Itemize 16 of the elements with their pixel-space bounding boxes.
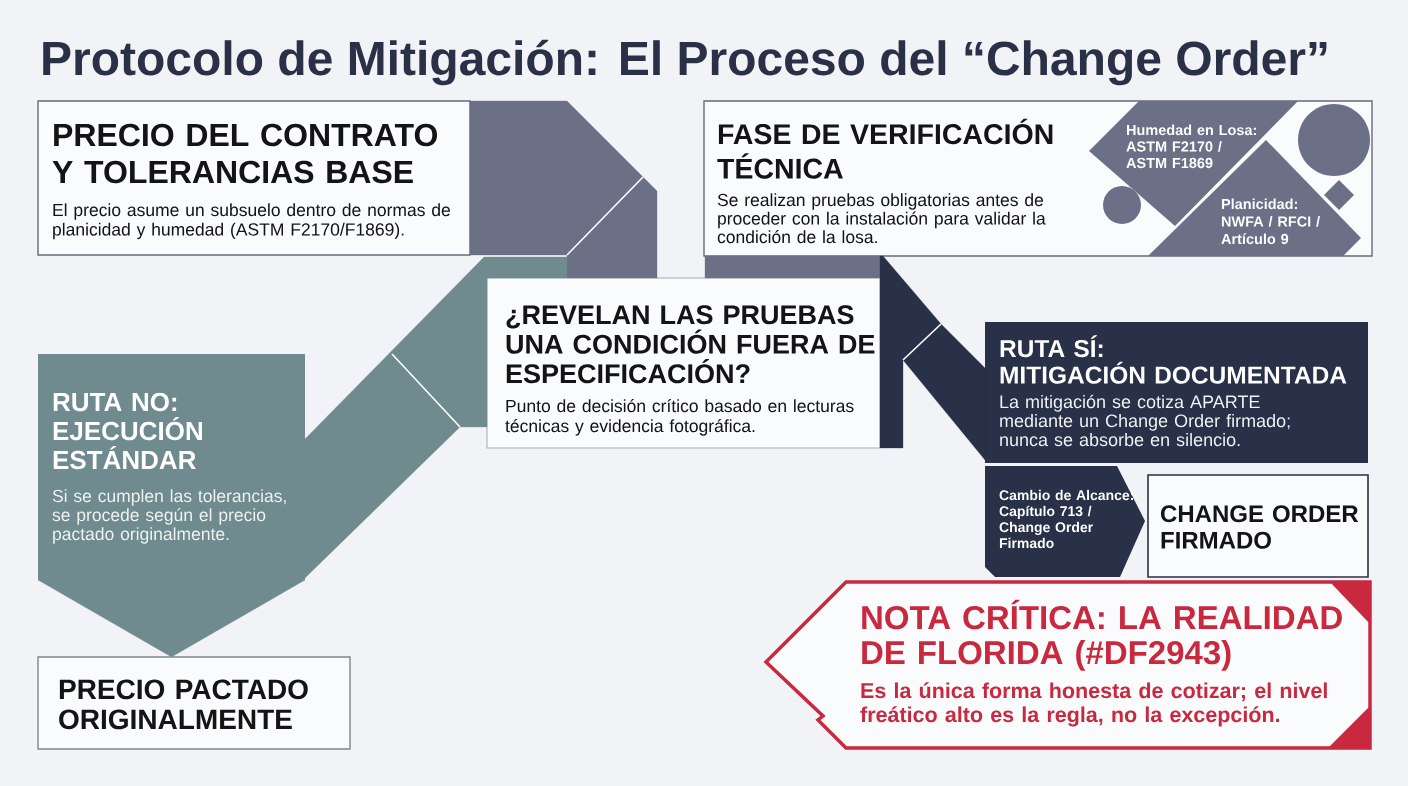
ribbon-band [304, 256, 568, 579]
route-box: RUTA SÍ: MITIGACIÓN DOCUMENTADA La mitigación se cotiza APARTE mediante un Change Order firmado; nunca se absorbe en silencio. [985, 322, 1368, 463]
decision-box: ¿REVELAN LAS PRUEBAS UNA CONDICIÓN FUERA DE ESPECIFICACIÓN? Punto de decisión crítico basado en lecturas técnicas y evidencia fotográfica. [486, 277, 881, 449]
result-box: CHANGE ORDER FIRMADO [1147, 474, 1369, 578]
node-label: RUTA NO: EJECUCIÓN ESTÁNDAR [53, 392, 202, 470]
chevron-arrow [37, 579, 306, 658]
ribbon-band [469, 100, 658, 279]
result-box: PRECIO PACTADO ORIGINALMENTE [37, 656, 351, 750]
ribbon-band [879, 255, 986, 461]
node-label: Si se cumplen las tolerancias, se procede según el precio pactado originalmente. [52, 489, 286, 544]
title: Protocolo de Mitigación: El Proceso del “Change Order” [43, 39, 1327, 86]
process-box: PRECIO DEL CONTRATO Y TOLERANCIAS BASE El precio asume un subsuelo dentro de normas de planicidad y humedad (ASTM F2170/F1869). [37, 100, 471, 256]
ribbon-band [704, 255, 881, 279]
node-label: RUTA SÍ: MITIGACIÓN DOCUMENTADA [1000, 335, 1347, 384]
arrow-tag: Cambio de Alcance: Capítulo 713 / Change Order Firmado [985, 466, 1145, 577]
node-label: La mitigación se cotiza APARTE mediante un Change Order firmado; nunca se absorbe en silencio. [1000, 394, 1290, 447]
